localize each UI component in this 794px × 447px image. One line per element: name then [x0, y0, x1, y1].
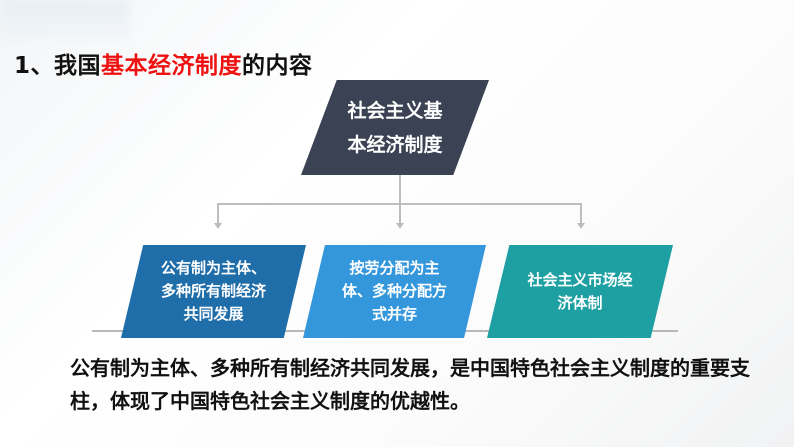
- summary-text: 公有制为主体、多种所有制经济共同发展，是中国特色社会主义制度的重要支柱，体现了中…: [70, 356, 750, 413]
- arrow-down-icon: [577, 223, 585, 229]
- connector-left: [217, 203, 219, 224]
- connector-vertical-main: [399, 175, 401, 205]
- connector-right: [580, 203, 582, 224]
- arrow-down-icon: [214, 223, 222, 229]
- title-highlight: 基本经济制度: [101, 53, 243, 79]
- page-title: 1、我国基本经济制度的内容: [14, 46, 313, 80]
- arrow-down-icon: [396, 223, 404, 229]
- child-node-ownership: 公有制为主体、多种所有制经济共同发展: [121, 245, 306, 338]
- child-node-label: 公有制为主体、多种所有制经济共同发展: [160, 259, 266, 323]
- child-node-distribution: 按劳分配为主体、多种分配方式并存: [303, 245, 486, 338]
- title-prefix: 1、我国: [14, 53, 102, 79]
- decorative-corner: [0, 0, 130, 45]
- title-suffix: 的内容: [242, 53, 313, 79]
- connector-middle: [399, 203, 401, 224]
- root-node-label: 社会主义基本经济制度: [347, 99, 443, 156]
- child-node-label: 社会主义市场经济体制: [527, 270, 633, 312]
- child-node-label: 按劳分配为主体、多种分配方式并存: [341, 259, 447, 323]
- child-node-market-economy: 社会主义市场经济体制: [487, 245, 673, 338]
- root-node: 社会主义基本经济制度: [301, 80, 489, 175]
